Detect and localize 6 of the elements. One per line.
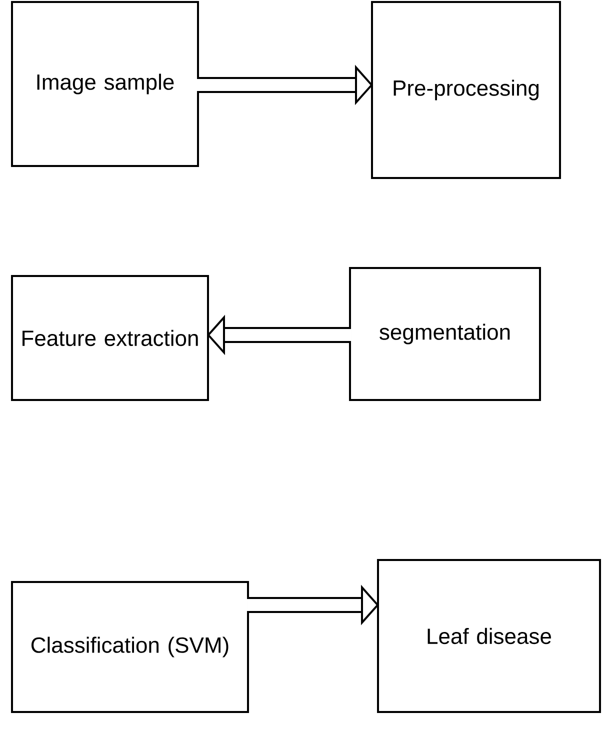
process-box: Leaf disease	[377, 559, 601, 713]
process-box: Classification (SVM)	[11, 581, 249, 713]
process-box: Pre-processing	[371, 1, 561, 179]
process-box: Feature extraction	[11, 275, 209, 401]
process-box: segmentation	[349, 267, 541, 401]
process-box: Image sample	[11, 1, 199, 167]
